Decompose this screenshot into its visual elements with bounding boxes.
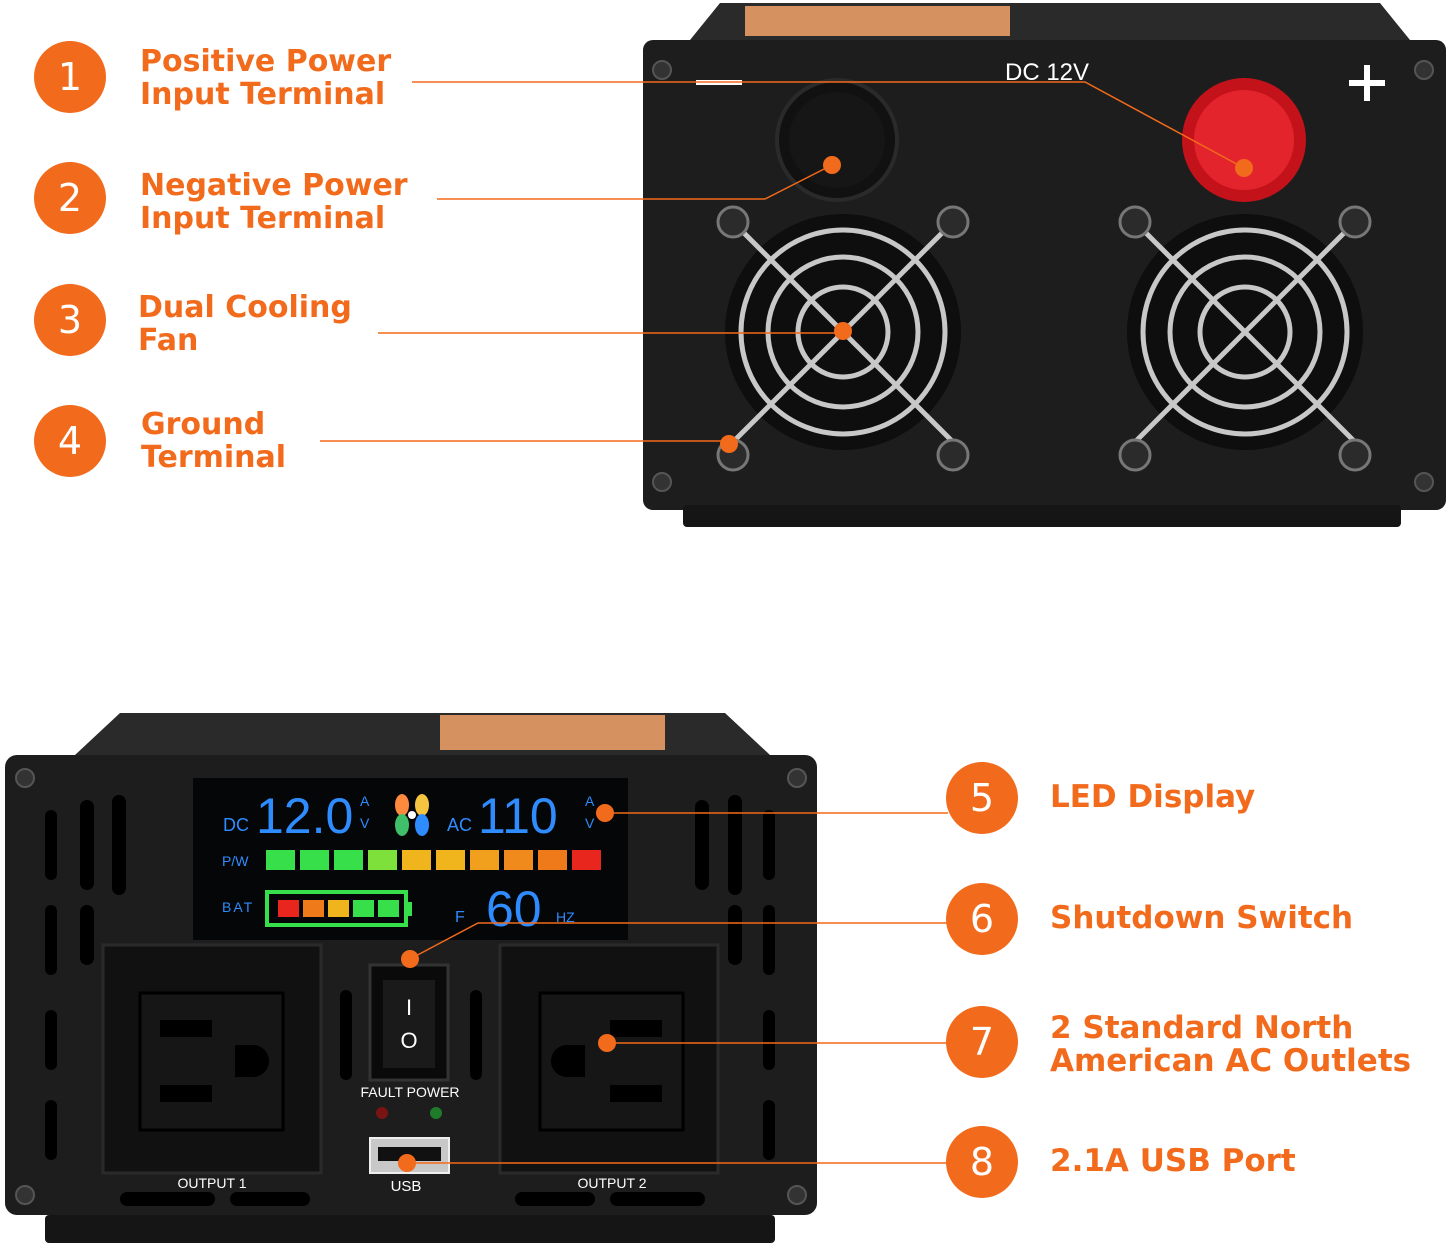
- callout-label-8: 2.1A USB Port: [1050, 1145, 1296, 1178]
- ac-unit-v: V: [585, 815, 595, 831]
- callout-label-2: Negative Power Input Terminal: [140, 169, 408, 235]
- shutdown-switch[interactable]: [368, 963, 450, 1082]
- dc-value: 12.0: [256, 788, 353, 844]
- callout-label-4-line2: Terminal: [141, 440, 287, 475]
- ac-outlet-1: [101, 943, 323, 1175]
- callout-label-8-line1: 2.1A USB Port: [1050, 1143, 1296, 1179]
- callout-label-3: Dual Cooling Fan: [138, 291, 352, 357]
- rear-panel-illustration: DC 12V: [320, 3, 1446, 527]
- callout-label-6-line1: Shutdown Switch: [1050, 900, 1354, 936]
- pw-label: P/W: [222, 853, 249, 869]
- callout-label-1: Positive Power Input Terminal: [140, 45, 391, 111]
- dc-label: DC: [223, 815, 249, 835]
- ac-value: 110: [478, 788, 558, 844]
- callout-badge-7: 7: [946, 1006, 1018, 1078]
- ac-outlet-2: [498, 943, 720, 1175]
- callout-label-3-line2: Fan: [138, 323, 199, 358]
- dc-unit-a: A: [360, 793, 370, 809]
- callout-badge-8: 8: [946, 1126, 1018, 1198]
- callout-badge-3: 3: [34, 284, 106, 356]
- switch-on-mark: I: [406, 995, 412, 1020]
- callout-label-7-line2: American AC Outlets: [1050, 1043, 1412, 1079]
- callout-badge-2: 2: [34, 162, 106, 234]
- front-panel-illustration: DC 12.0 A V AC 110 A V P/W BAT F 60 HZ: [5, 713, 817, 1243]
- callout-label-2-line2: Input Terminal: [140, 201, 386, 236]
- battery-icon: [265, 890, 412, 927]
- switch-off-mark: O: [400, 1028, 417, 1053]
- output-1-label: OUTPUT 1: [178, 1175, 247, 1191]
- callout-badge-4: 4: [34, 405, 106, 477]
- power-indicator: [430, 1107, 442, 1119]
- power-level-bar: [266, 850, 601, 870]
- output-2-label: OUTPUT 2: [578, 1175, 647, 1191]
- fault-indicator: [376, 1107, 388, 1119]
- callout-label-1-line1: Positive Power: [140, 44, 392, 79]
- callout-label-6: Shutdown Switch: [1050, 902, 1353, 935]
- fan-icon: [395, 794, 429, 836]
- positive-symbol: [1349, 65, 1385, 101]
- freq-unit: HZ: [556, 909, 575, 925]
- callout-label-2-line1: Negative Power: [140, 168, 408, 203]
- usb-label: USB: [391, 1178, 422, 1195]
- callout-label-5-line1: LED Display: [1050, 779, 1256, 815]
- callout-label-4: Ground Terminal: [141, 408, 286, 474]
- bottom-leader-lines: [398, 804, 948, 1172]
- freq-label: F: [455, 909, 465, 926]
- callout-label-1-line2: Input Terminal: [140, 77, 386, 112]
- ac-unit-a: A: [585, 793, 595, 809]
- callout-label-7: 2 Standard North American AC Outlets: [1050, 1012, 1411, 1078]
- dc-unit-v: V: [360, 815, 370, 831]
- bat-label: BAT: [222, 899, 254, 915]
- callout-badge-1: 1: [34, 41, 106, 113]
- callout-label-4-line1: Ground: [141, 407, 266, 442]
- indicator-labels: FAULT POWER: [360, 1084, 459, 1100]
- callout-label-7-line1: 2 Standard North: [1050, 1010, 1354, 1046]
- callout-badge-5: 5: [946, 762, 1018, 834]
- callout-label-3-line1: Dual Cooling: [138, 290, 352, 325]
- callout-label-5: LED Display: [1050, 781, 1255, 814]
- callout-badge-6: 6: [946, 883, 1018, 955]
- freq-value: 60: [486, 881, 542, 937]
- cooling-fan-right: [1118, 205, 1372, 472]
- ac-label: AC: [447, 815, 472, 835]
